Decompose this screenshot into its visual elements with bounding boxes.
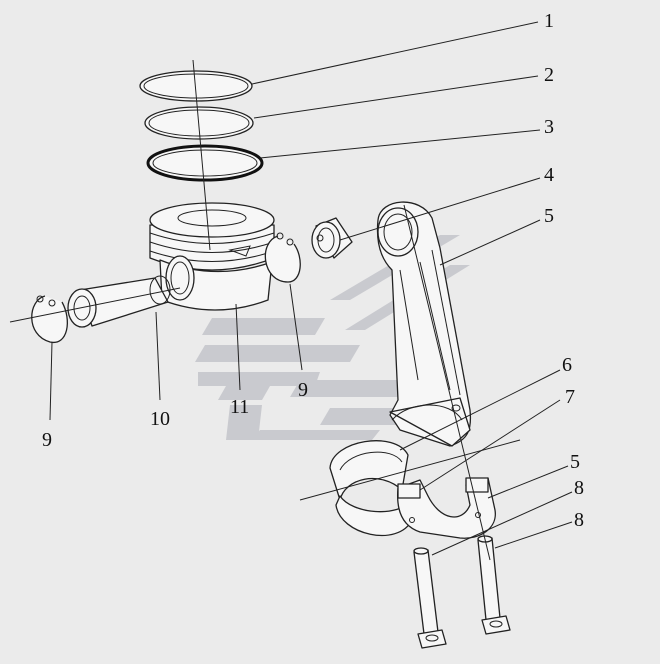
piston	[149, 202, 275, 311]
label-9-right: 9	[298, 379, 308, 401]
axis-lines	[9, 59, 521, 561]
bearing-shell-upper	[329, 440, 409, 501]
label-10: 10	[150, 408, 170, 430]
label-3: 3	[544, 116, 554, 138]
label-5-rod: 5	[544, 205, 554, 227]
leader-lines	[49, 21, 573, 556]
cap-bolt-right	[477, 535, 511, 635]
cap-bolt-left	[413, 547, 447, 649]
label-8-left: 8	[574, 477, 584, 499]
label-9-left: 9	[42, 429, 52, 451]
label-2: 2	[544, 64, 554, 86]
label-6: 6	[562, 354, 572, 376]
label-7: 7	[565, 386, 575, 408]
circlip-left	[31, 295, 68, 343]
part-labels: 1 2 3 4 5 6 7 5 8 8 9 9 10 11	[42, 10, 584, 531]
piston-pin	[67, 275, 171, 328]
label-1: 1	[544, 10, 554, 32]
label-11: 11	[230, 396, 249, 418]
circlip-right	[264, 232, 301, 283]
label-5-cap: 5	[570, 451, 580, 473]
label-4: 4	[544, 164, 554, 186]
rod-cap	[396, 477, 496, 539]
label-8-right: 8	[574, 509, 584, 531]
piston-ring-3	[146, 144, 264, 182]
